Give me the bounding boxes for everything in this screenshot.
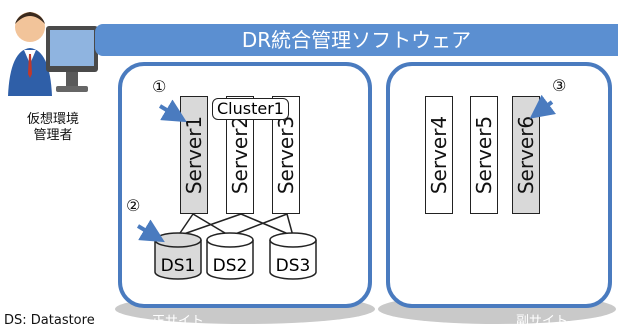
admin-label: 仮想環境 管理者 bbox=[26, 112, 79, 143]
link-server3-ds2 bbox=[229, 213, 288, 237]
cluster-label: Cluster1 bbox=[212, 98, 289, 120]
arrow-2 bbox=[136, 219, 165, 243]
secondary-site-box bbox=[386, 62, 612, 308]
server-5: Server5 bbox=[470, 96, 498, 214]
datastore-2-label: DS2 bbox=[212, 256, 248, 276]
link-server2-ds1 bbox=[177, 213, 242, 237]
administrator-icon bbox=[8, 12, 98, 96]
secondary-site-label: 副サイト bbox=[516, 314, 569, 329]
title-banner: DR統合管理ソフトウェア bbox=[95, 24, 618, 56]
primary-site-label: 正サイト bbox=[152, 314, 205, 329]
datastore-2 bbox=[206, 232, 254, 280]
link-server2-ds3 bbox=[240, 213, 294, 237]
server-4: Server4 bbox=[425, 96, 453, 214]
datastore-3 bbox=[269, 232, 317, 280]
legend-note: DS: Datastore bbox=[4, 313, 95, 328]
marker-3: ③ bbox=[552, 76, 567, 95]
marker-2: ② bbox=[126, 196, 141, 215]
arrow-1 bbox=[158, 99, 187, 123]
datastore-3-label: DS3 bbox=[275, 256, 311, 276]
datastore-1-label: DS1 bbox=[160, 256, 196, 276]
arrow-3 bbox=[529, 94, 556, 119]
marker-1: ① bbox=[152, 77, 167, 96]
